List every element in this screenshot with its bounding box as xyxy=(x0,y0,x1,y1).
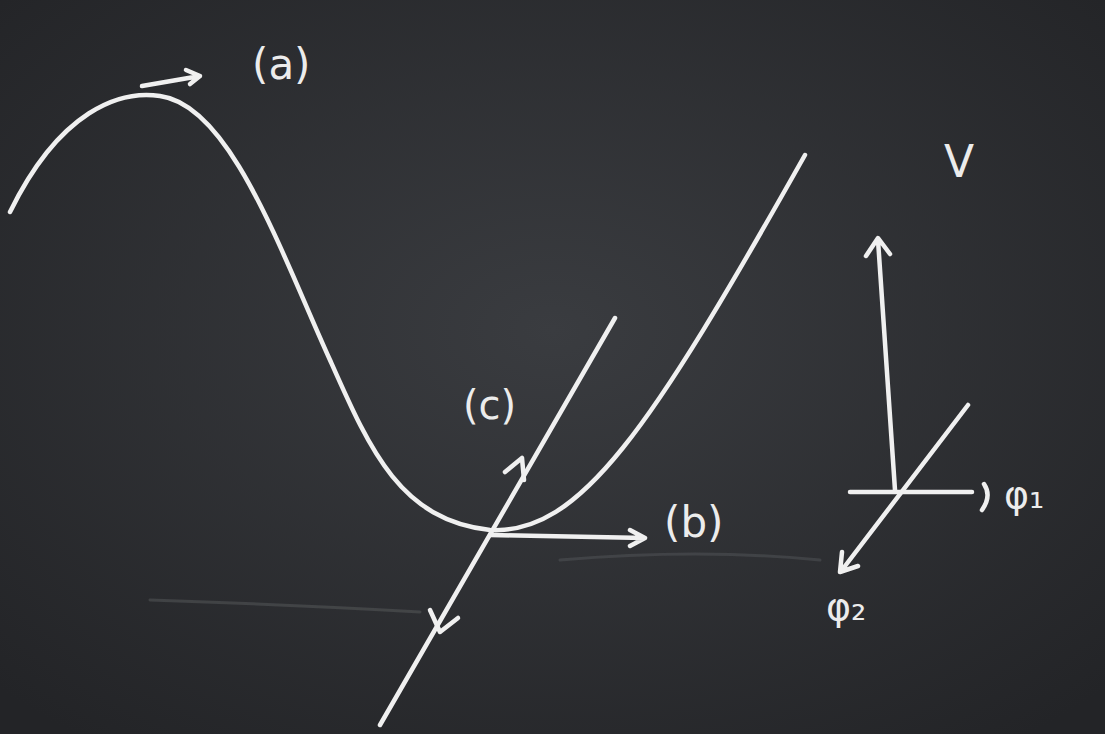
curve-label: φ₂ xyxy=(826,588,866,626)
curve-label: (b) xyxy=(664,502,723,544)
axis-phi2 xyxy=(840,405,968,572)
curve-label: φ₁ xyxy=(1004,476,1044,514)
direction-line xyxy=(380,318,615,725)
arrow-a xyxy=(142,70,200,86)
arrow-c-up xyxy=(505,458,524,480)
axis-v xyxy=(866,238,895,490)
axis-phi1 xyxy=(850,484,988,510)
curve-label: V xyxy=(944,140,974,184)
chalk-smudge xyxy=(150,600,420,612)
potential-curve xyxy=(10,95,805,530)
arrow-c-down xyxy=(430,610,458,632)
chalk-smudge xyxy=(560,554,820,560)
arrow-b xyxy=(490,530,645,546)
curve-label: (c) xyxy=(463,385,516,425)
curve-label: (a) xyxy=(252,44,311,86)
